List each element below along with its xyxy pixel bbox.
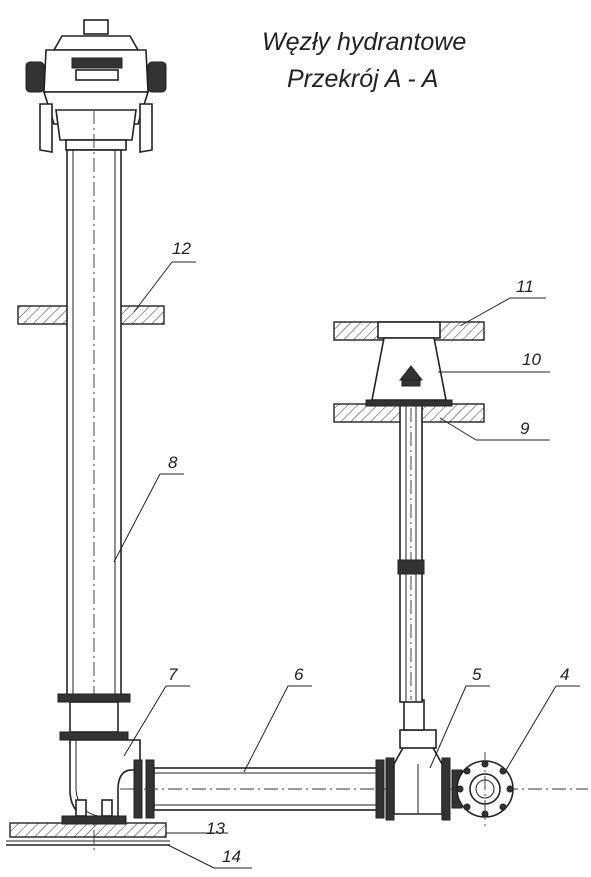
duck-foot-bend-7 [61, 739, 141, 825]
drawing-title: Węzły hydrantowe [262, 28, 467, 56]
callout-5: 5 [472, 665, 482, 684]
base-slab-13 [9, 822, 167, 838]
callout-6: 6 [294, 665, 304, 684]
callout-4: 4 [560, 665, 569, 684]
callout-7: 7 [168, 665, 178, 684]
end-flange-4 [451, 752, 514, 826]
valve-spindle [397, 360, 425, 703]
callout-12: 12 [172, 239, 191, 258]
callout-8: 8 [168, 453, 178, 472]
callout-13: 13 [206, 819, 225, 838]
section-title: Przekrój A - A [287, 65, 439, 93]
horizontal-pipe-6 [120, 759, 588, 819]
callout-10: 10 [522, 350, 541, 369]
gate-valve-5 [385, 699, 451, 821]
riser-flange [57, 693, 131, 741]
callout-9: 9 [520, 419, 530, 438]
callout-14: 14 [222, 847, 241, 866]
callout-11: 11 [516, 277, 534, 296]
hydrant-head [25, 19, 167, 153]
riser-pipe-8 [66, 110, 122, 850]
surface-box-10 [365, 321, 453, 407]
